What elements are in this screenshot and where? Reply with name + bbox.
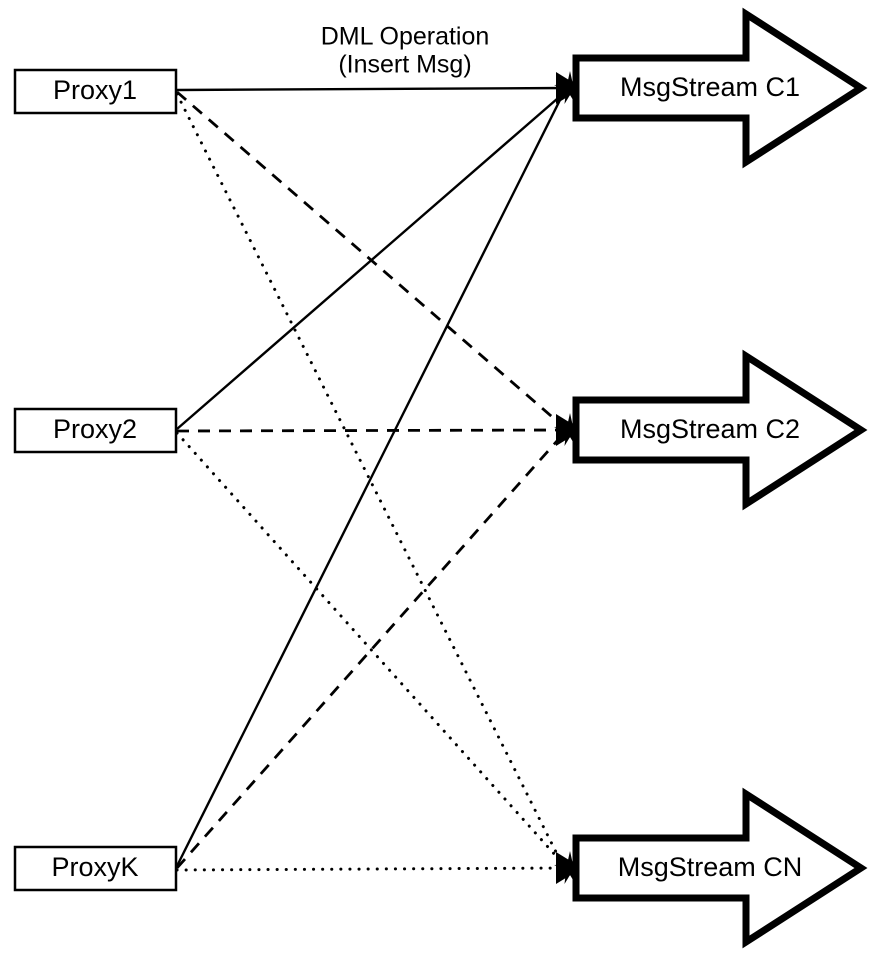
stream-label: MsgStream C1 — [620, 72, 800, 102]
proxy-box — [13, 407, 178, 454]
proxy-box — [13, 845, 178, 892]
stream-shape — [572, 787, 868, 949]
edge-p1-cn — [175, 92, 565, 868]
proxy-box — [13, 68, 178, 115]
annotation-line-2: (Insert Msg) — [338, 51, 471, 79]
edge-pk-c1 — [175, 93, 565, 867]
stream-arrow-stream_c1: MsgStream C1 — [572, 7, 868, 169]
proxy-node-proxyK: ProxyK — [13, 845, 178, 892]
edge-p2-c2 — [176, 428, 568, 433]
edges-layer — [175, 86, 569, 872]
stream-arrow-stream_c2: MsgStream C2 — [572, 349, 868, 511]
stream-shape — [572, 7, 868, 169]
dml-operation-annotation: DML Operation (Insert Msg) — [321, 23, 490, 79]
edge-p2-cn — [175, 431, 567, 868]
edge-pk-cn — [175, 866, 569, 872]
stream-label: MsgStream C2 — [620, 414, 800, 444]
proxy-node-proxy2: Proxy2 — [13, 407, 178, 454]
edge-p1-c1 — [176, 86, 568, 92]
stream-label: MsgStream CN — [618, 852, 803, 882]
streams-layer: MsgStream C1 MsgStream C2 MsgStream CN — [572, 7, 868, 949]
proxy-label: Proxy1 — [53, 75, 137, 105]
proxy-label: ProxyK — [51, 852, 138, 882]
edge-pk-c2 — [175, 431, 567, 869]
edge-p2-c1 — [176, 91, 566, 430]
stream-shape — [572, 349, 868, 511]
stream-arrow-stream_cn: MsgStream CN — [572, 787, 868, 949]
annotation-line-1: DML Operation — [321, 23, 490, 51]
proxy-label: Proxy2 — [53, 414, 137, 444]
proxy-node-proxy1: Proxy1 — [13, 68, 178, 115]
arrowheads-layer — [554, 71, 586, 884]
